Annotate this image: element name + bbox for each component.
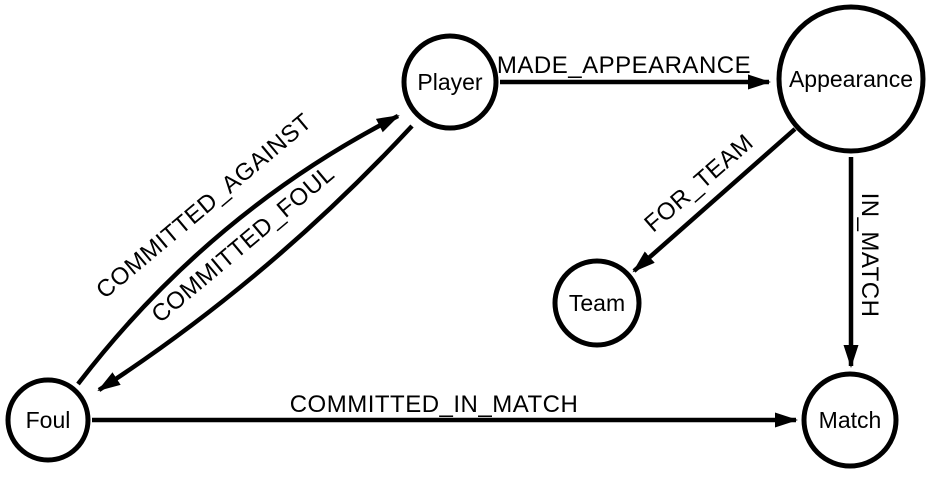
node-team-label: Team	[569, 290, 625, 316]
edge-committed-against	[76, 113, 400, 386]
node-foul-circle	[5, 377, 91, 463]
node-match-label: Match	[819, 407, 882, 433]
edge-label-in-match: IN_MATCH	[856, 193, 883, 318]
node-appearance: Appearance	[776, 4, 926, 154]
node-foul: Foul	[5, 377, 91, 463]
edge-for-team	[632, 127, 797, 273]
node-team: Team	[552, 258, 642, 348]
node-player-circle	[401, 33, 499, 131]
node-appearance-circle	[776, 4, 926, 154]
node-foul-label: Foul	[26, 407, 71, 433]
node-team-circle	[552, 258, 642, 348]
node-match: Match	[801, 371, 899, 469]
edge-label-made-appearance: MADE_APPEARANCE	[497, 52, 751, 79]
node-player: Player	[401, 33, 499, 131]
edge-label-committed-in-match: COMMITTED_IN_MATCH	[290, 391, 579, 418]
node-match-circle	[801, 371, 899, 469]
edge-committed-foul	[97, 124, 414, 392]
node-appearance-label: Appearance	[789, 66, 913, 92]
node-player-label: Player	[417, 69, 483, 95]
edge-label-for-team: FOR_TEAM	[639, 129, 758, 238]
